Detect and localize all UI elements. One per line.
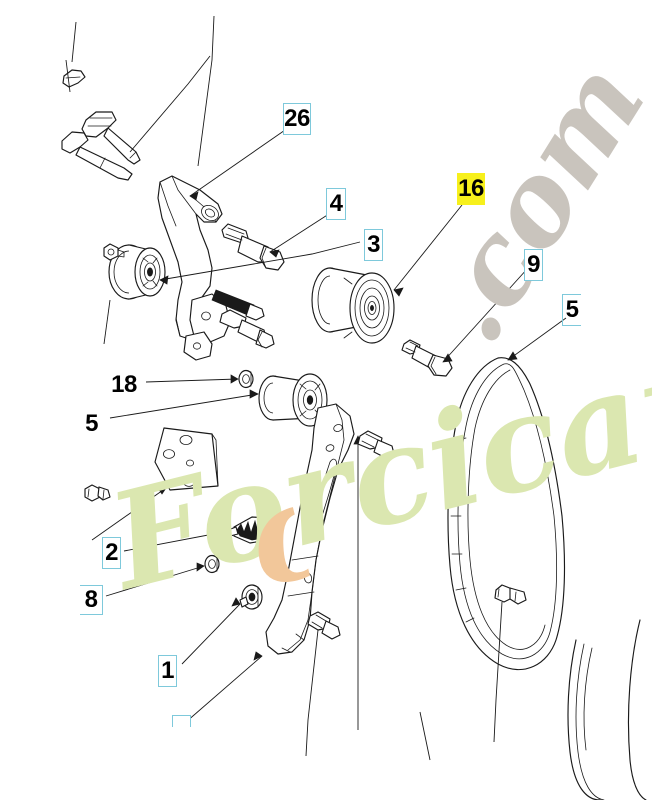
callout-1-label: 1 <box>161 657 174 684</box>
part-bushing <box>239 584 263 610</box>
part-pulley-idler <box>311 267 395 344</box>
leader-9 <box>442 267 529 363</box>
leader-8 <box>105 565 205 597</box>
part-bracket-plate <box>154 427 219 491</box>
callout-5-left[interactable]: 5 <box>82 409 101 439</box>
arrow-4 <box>269 249 280 258</box>
leader-offscreen-bottom-1 <box>185 655 263 723</box>
leader-5l <box>109 393 259 419</box>
leader-offscreen-3 <box>65 59 71 93</box>
callout-9-label: 9 <box>527 251 540 278</box>
callout-26-label: 26 <box>284 105 310 132</box>
part-washer-upper <box>238 369 254 389</box>
callout-26[interactable]: 26 <box>283 103 311 135</box>
leader-26 <box>189 127 289 197</box>
callout-2[interactable]: 2 <box>102 537 121 569</box>
part-screw-left <box>84 484 111 502</box>
part-washer-lower <box>204 554 220 574</box>
leader-4 <box>269 211 333 253</box>
callout-5-right-label: 5 <box>565 296 579 323</box>
arrow-16 <box>393 287 404 297</box>
arrow-1 <box>231 597 241 607</box>
leader-1 <box>181 603 241 665</box>
arrow-2 <box>216 528 225 538</box>
part-threaded-rod <box>211 289 265 321</box>
callout-16-highlighted[interactable]: 16 <box>457 173 485 205</box>
callout-5-left-label: 5 <box>85 410 98 437</box>
arrow-3 <box>159 275 169 285</box>
callout-9[interactable]: 9 <box>524 249 543 281</box>
arrow-8 <box>196 562 205 572</box>
leader-5r <box>507 317 567 361</box>
callout-3-label: 3 <box>367 231 380 258</box>
leader-16 <box>393 204 463 291</box>
part-belt <box>447 357 566 671</box>
leader-2 <box>123 531 225 552</box>
part-bolt-upper <box>221 223 285 271</box>
leader-offscreen-1 <box>71 21 77 63</box>
leader-belt-bolt <box>493 601 503 743</box>
part-lever-arm <box>157 175 231 361</box>
part-bolt-lever-lower <box>219 309 275 349</box>
callout-3[interactable]: 3 <box>364 229 383 261</box>
leader-offscreen-2 <box>197 15 215 167</box>
arrow-5r <box>507 351 518 361</box>
callout-8[interactable]: 8 <box>80 585 103 615</box>
leader-18 <box>145 378 239 383</box>
callout-1[interactable]: 1 <box>158 655 177 687</box>
arrow-9 <box>442 353 453 363</box>
part-bolt-bottom-center <box>307 611 341 640</box>
callout-16-label: 16 <box>458 175 484 202</box>
arrow-5l <box>249 389 259 399</box>
callout-5-right[interactable]: 5 <box>562 294 581 326</box>
callout-4[interactable]: 4 <box>326 188 346 220</box>
callout-partial-bottom[interactable] <box>172 715 191 727</box>
part-rod-topleft-2 <box>61 131 133 181</box>
part-housing-right-edge <box>567 619 647 800</box>
part-pulley-left <box>103 243 166 300</box>
arrow-bracket <box>157 487 167 495</box>
part-bolt-flange <box>401 339 453 377</box>
arrow-26 <box>189 191 199 201</box>
leader-offscreen-bottom-2 <box>419 711 431 761</box>
arrow-bottom-1 <box>253 651 263 661</box>
part-rod-topleft-1 <box>81 111 141 165</box>
leader-3-lower <box>103 299 111 345</box>
callout-8-label: 8 <box>84 586 98 613</box>
leader-offscreen-4 <box>129 55 211 153</box>
arrow-18 <box>230 374 239 384</box>
part-bolt-midright <box>357 430 395 459</box>
part-spring <box>221 516 275 544</box>
leader-bracket <box>91 487 167 541</box>
leader-bolt-bottom <box>305 629 319 757</box>
part-bolt-belt <box>494 584 527 605</box>
part-link-rod <box>265 403 355 655</box>
leader-3 <box>159 241 361 281</box>
part-bolt-topleft-3 <box>62 69 86 88</box>
part-pulley-lower <box>258 373 328 427</box>
callout-18[interactable]: 18 <box>108 370 140 400</box>
callout-18-label: 18 <box>111 371 137 398</box>
callout-2-label: 2 <box>105 539 118 566</box>
callout-4-label: 4 <box>329 190 343 217</box>
